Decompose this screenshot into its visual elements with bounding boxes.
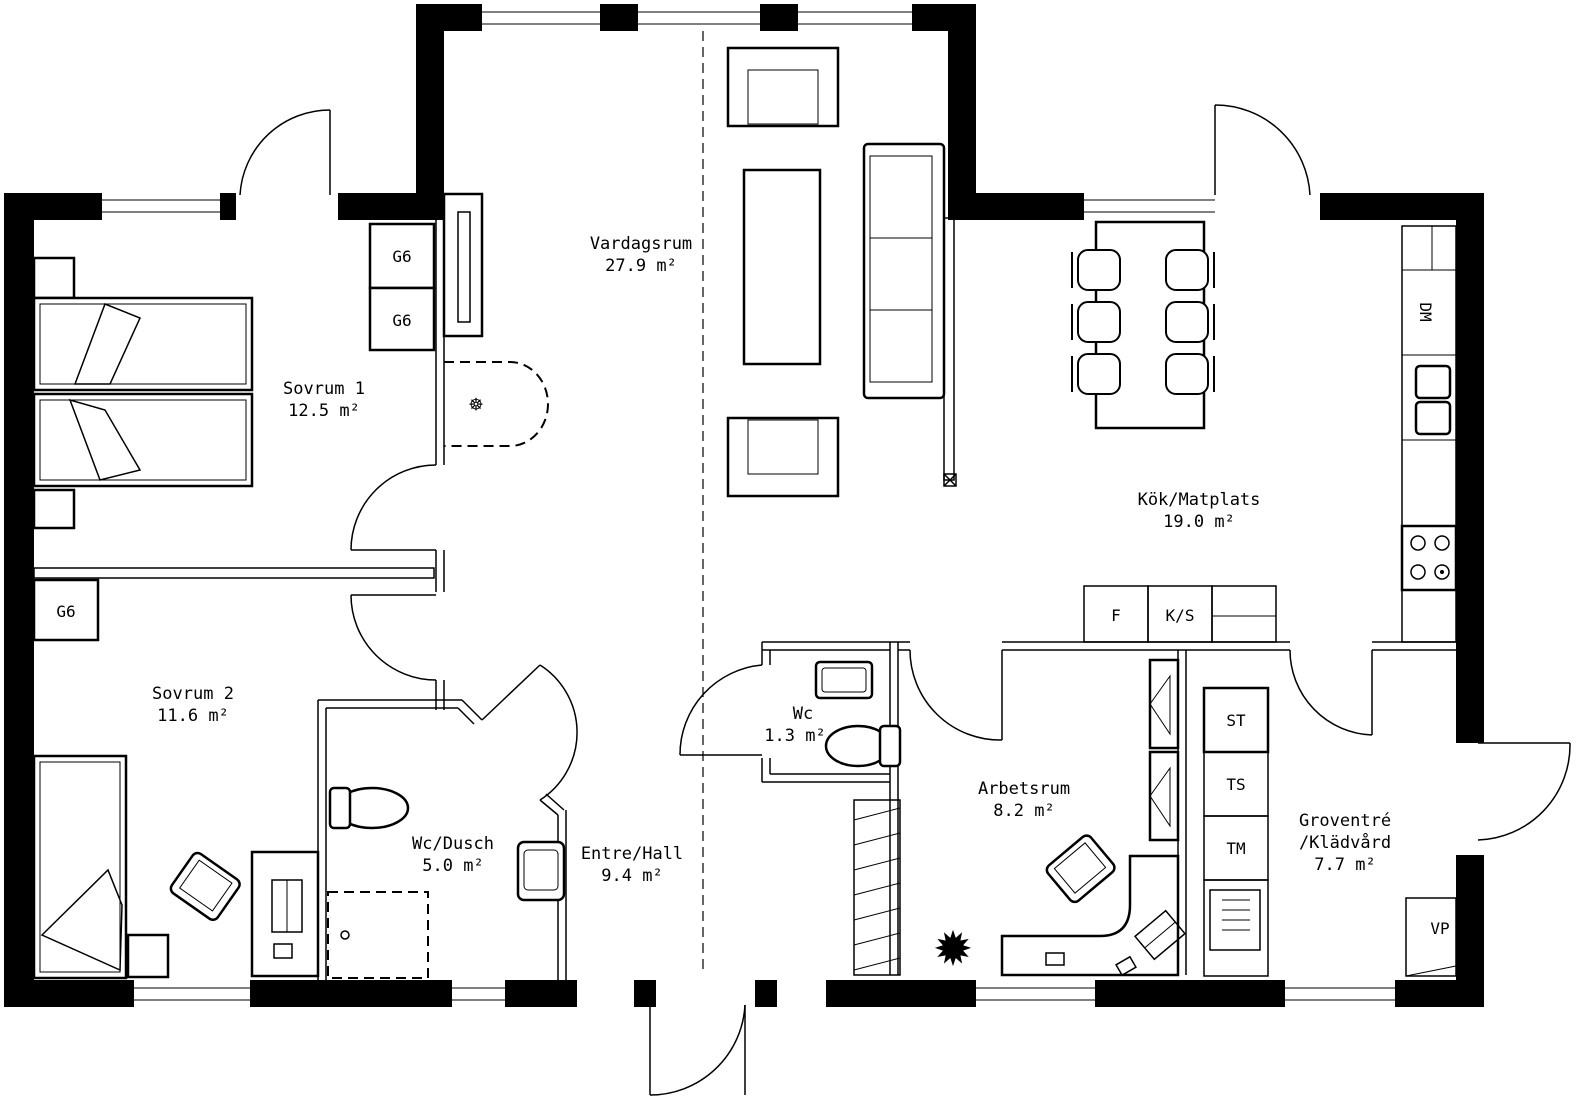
vardagsrum-name: Vardagsrum: [590, 234, 692, 254]
living-room-furniture: [726, 46, 946, 498]
svg-text:F: F: [1111, 606, 1121, 625]
bedroom1-furniture: [32, 256, 254, 530]
bathroom-fixtures: [327, 786, 566, 979]
wardrobe-g6-upper: G6 G6: [368, 222, 436, 352]
exterior-walls: [4, 4, 1484, 1007]
small-wc-fixtures: [814, 660, 902, 768]
arbetsrum-area: 8.2 m²: [993, 801, 1054, 821]
groventre-name2: /Klädvård: [1299, 832, 1391, 853]
sovrum2-area: 11.6 m²: [157, 706, 229, 726]
svg-text:G6: G6: [392, 247, 411, 266]
svg-text:G6: G6: [392, 311, 411, 330]
entre-area: 9.4 m²: [601, 866, 662, 886]
svg-text:ST: ST: [1226, 711, 1246, 730]
svg-text:VP: VP: [1430, 919, 1449, 938]
wcdusch-area: 5.0 m²: [422, 856, 483, 876]
groventre-name: Groventré: [1299, 811, 1391, 831]
office-furniture: ✹: [934, 658, 1187, 981]
svg-text:✹: ✹: [934, 907, 973, 981]
sovrum2-name: Sovrum 2: [152, 684, 234, 704]
svg-text:K/S: K/S: [1166, 606, 1195, 625]
svg-text:GVC: GVC: [1460, 686, 1479, 715]
room-labels: Vardagsrum 27.9 m² Sovrum 1 12.5 m² Sovr…: [152, 234, 1391, 886]
kok-name: Kök/Matplats: [1138, 490, 1261, 510]
svg-text:☸: ☸: [468, 393, 483, 418]
arbetsrum-name: Arbetsrum: [978, 779, 1070, 799]
wcdusch-name: Wc/Dusch: [412, 834, 494, 854]
hall-wardrobe: [853, 799, 901, 976]
interior-doors: [350, 464, 1373, 801]
kok-area: 19.0 m²: [1163, 512, 1235, 532]
kitchen-fridge-freezer: F K/S: [1083, 585, 1277, 643]
svg-text:G6: G6: [56, 602, 75, 621]
entre-name: Entre/Hall: [581, 844, 683, 864]
svg-text:TM: TM: [1226, 839, 1245, 858]
windows: [102, 11, 1395, 1001]
dining-table: [1071, 220, 1215, 430]
wc-area: 1.3 m²: [764, 726, 825, 746]
sovrum1-area: 12.5 m²: [288, 401, 360, 421]
svg-text:TS: TS: [1226, 775, 1245, 794]
wc-name: Wc: [793, 704, 813, 724]
bedroom2-furniture: G6: [32, 578, 320, 980]
kitchen-counter: DM GVC: [1400, 225, 1479, 715]
interior-walls: [33, 31, 1456, 980]
vardagsrum-area: 27.9 m²: [605, 256, 677, 276]
laundry-appliances: ST TS TM VP: [1202, 686, 1457, 977]
groventre-area: 7.7 m²: [1314, 855, 1375, 875]
fireplace: ☸: [442, 192, 549, 447]
sovrum1-name: Sovrum 1: [283, 379, 365, 399]
svg-text:DM: DM: [1416, 302, 1435, 321]
exterior-doors: [239, 104, 1571, 1096]
